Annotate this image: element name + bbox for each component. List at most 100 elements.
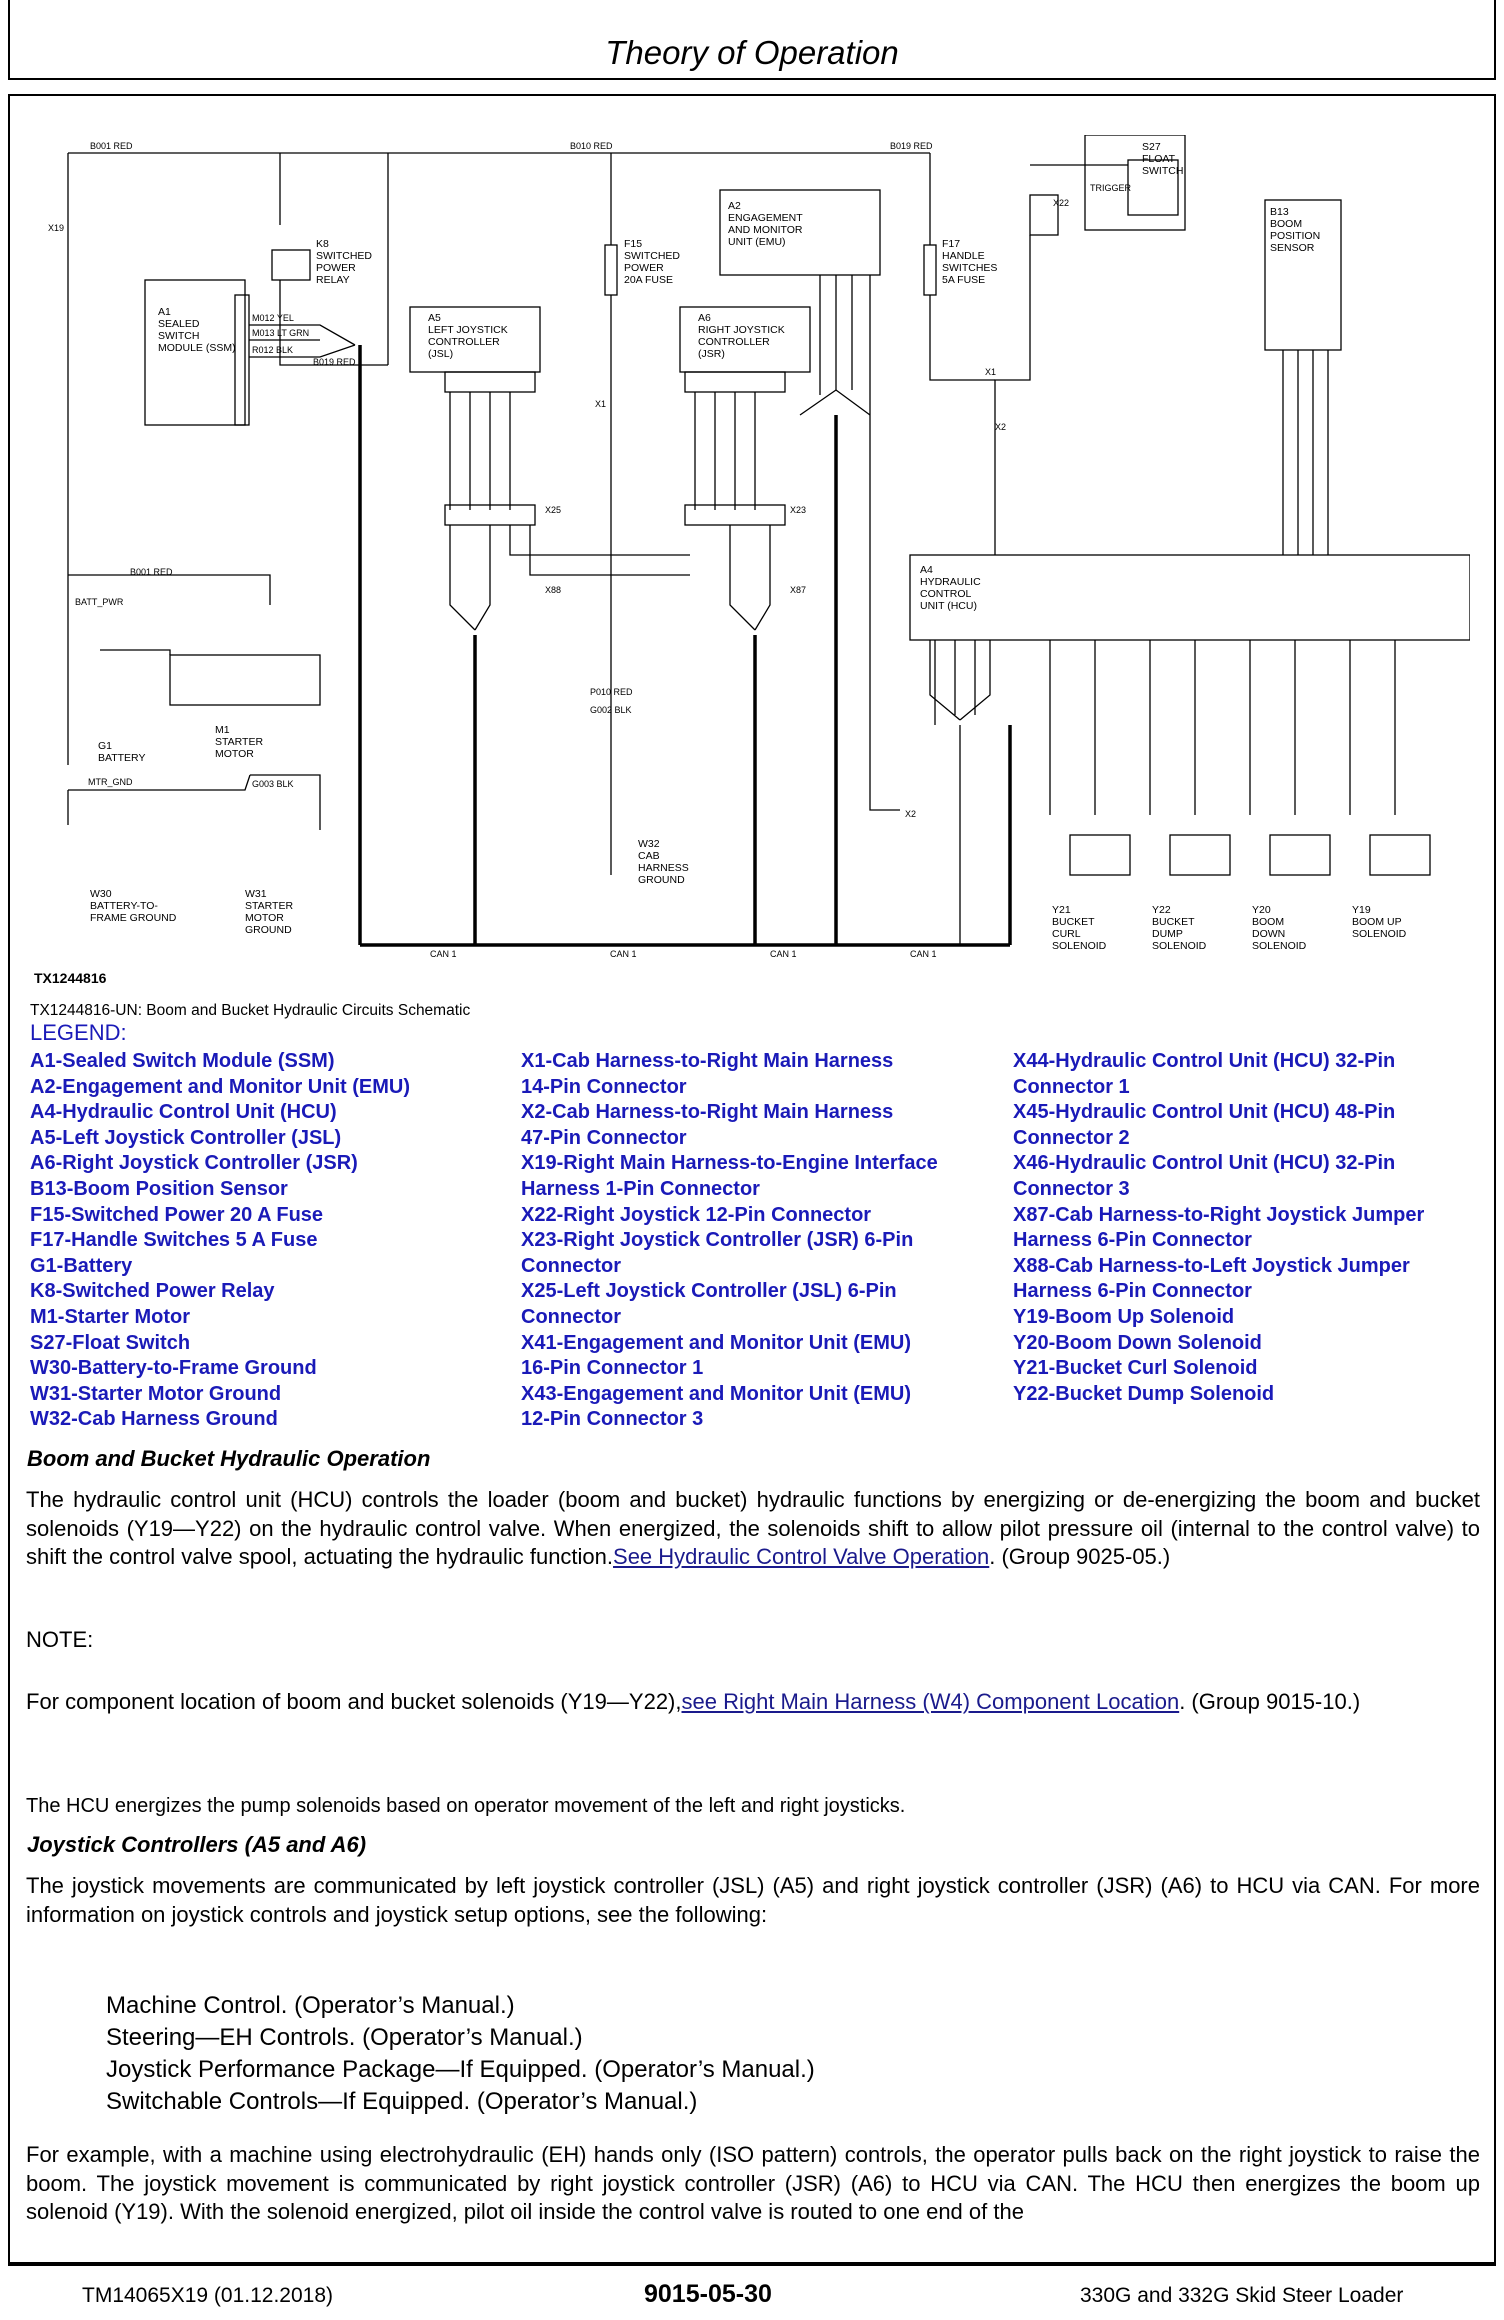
w32-label-0: W32 <box>638 838 660 850</box>
wire-label-b010: B010 RED <box>570 141 613 151</box>
f15-label-2: POWER <box>624 262 664 274</box>
figure-id: TX1244816 <box>34 970 107 986</box>
a2-label-2: AND MONITOR <box>728 224 803 236</box>
connector-x22: X22 <box>1053 198 1069 208</box>
list-item: Steering—EH Controls. (Operator’s Manual… <box>106 2024 583 2051</box>
footer-divider <box>8 2262 1496 2264</box>
legend-entry: X25-Left Joystick Controller (JSL) 6-Pin <box>521 1280 897 1303</box>
a5-label-1: LEFT JOYSTICK <box>428 324 508 336</box>
footer-product-name: 330G and 332G Skid Steer Loader <box>1080 2284 1404 2307</box>
legend-entry: F15-Switched Power 20 A Fuse <box>30 1203 324 1226</box>
wire-label-b001-lower: B001 RED <box>130 567 173 577</box>
a5-label-2: CONTROLLER <box>428 336 500 348</box>
legend-entry: 47-Pin Connector <box>521 1126 687 1149</box>
f17-label-1: HANDLE <box>942 250 985 262</box>
paragraph-hcu-text: The hydraulic control unit (HCU) control… <box>26 1487 1480 1569</box>
y20-label-3: SOLENOID <box>1252 940 1307 952</box>
reference-list: Machine Control. (Operator’s Manual.) St… <box>106 1990 815 2118</box>
y21-label-0: Y21 <box>1052 904 1071 916</box>
section-heading-joystick: Joystick Controllers (A5 and A6) <box>27 1832 367 1857</box>
legend-entry: X41-Engagement and Monitor Unit (EMU) <box>521 1331 911 1354</box>
paragraph-hcu-overview: The hydraulic control unit (HCU) control… <box>26 1486 1480 1572</box>
f17-label-3: 5A FUSE <box>942 274 985 286</box>
b13-label-1: BOOM <box>1270 218 1302 230</box>
w30-label-0: W30 <box>90 888 112 900</box>
legend-entry: Connector <box>521 1254 621 1277</box>
legend-entry: Harness 6-Pin Connector <box>1013 1280 1252 1303</box>
legend-entry: X23-Right Joystick Controller (JSR) 6-Pi… <box>521 1229 914 1252</box>
w31-label-0: W31 <box>245 888 267 900</box>
g1-label-1: BATTERY <box>98 752 145 764</box>
s27-label-2: SWITCH <box>1142 165 1183 177</box>
a5-label-0: A5 <box>428 312 441 324</box>
connector-x23: X23 <box>790 505 806 515</box>
wire-label-p010: P010 RED <box>590 687 633 697</box>
w30-label-1: BATTERY-TO- <box>90 900 158 912</box>
section-heading-boom-bucket: Boom and Bucket Hydraulic Operation <box>27 1446 431 1471</box>
y20-label-0: Y20 <box>1252 904 1271 916</box>
legend-entry: X46-Hydraulic Control Unit (HCU) 32-Pin <box>1013 1152 1396 1175</box>
wire-label-b019-lower: B019 RED <box>313 357 356 367</box>
y19-label-2: SOLENOID <box>1352 928 1407 940</box>
wire-label-b001: B001 RED <box>90 141 133 151</box>
y22-label-2: DUMP <box>1152 928 1183 940</box>
connector-x2-lower: X2 <box>905 809 916 819</box>
connector-x25: X25 <box>545 505 561 515</box>
m1-label-1: STARTER <box>215 736 263 748</box>
legend-entry: X1-Cab Harness-to-Right Main Harness <box>521 1050 894 1072</box>
page-title: Theory of Operation <box>605 34 899 71</box>
legend-entry: 12-Pin Connector 3 <box>521 1408 704 1431</box>
legend-entry: X45-Hydraulic Control Unit (HCU) 48-Pin <box>1013 1101 1396 1124</box>
a1-label-3: MODULE (SSM) <box>158 342 236 354</box>
legend-entry: M1-Starter Motor <box>30 1305 191 1328</box>
content-frame <box>8 94 1496 2266</box>
legend-entry: W30-Battery-to-Frame Ground <box>30 1357 317 1380</box>
a6-label-3: (JSR) <box>698 348 725 360</box>
legend-entry: K8-Switched Power Relay <box>30 1280 275 1303</box>
connector-x2: X2 <box>995 422 1006 432</box>
wire-label-can-2: CAN 1 <box>610 949 637 959</box>
wire-label-mtr-gnd: MTR_GND <box>88 777 133 787</box>
k8-label-3: RELAY <box>316 274 350 286</box>
a5-label-3: (JSL) <box>428 348 453 360</box>
wire-label-can-4: CAN 1 <box>910 949 937 959</box>
link-hydraulic-control-valve-operation[interactable]: See Hydraulic Control Valve Operation <box>613 1544 990 1569</box>
f17-label-2: SWITCHES <box>942 262 997 274</box>
w31-label-2: MOTOR <box>245 912 284 924</box>
a6-label-2: CONTROLLER <box>698 336 770 348</box>
connector-x19: X19 <box>48 223 64 233</box>
connector-x1-right: X1 <box>985 367 996 377</box>
a4-label-0: A4 <box>920 564 933 576</box>
legend-entry: X88-Cab Harness-to-Left Joystick Jumper <box>1013 1254 1410 1277</box>
m1-label-0: M1 <box>215 724 230 736</box>
legend-entry: G1-Battery <box>30 1254 133 1277</box>
f15-label-3: 20A FUSE <box>624 274 673 286</box>
legend-entry: X87-Cab Harness-to-Right Joystick Jumper <box>1013 1203 1425 1226</box>
legend-entry: Y22-Bucket Dump Solenoid <box>1013 1382 1275 1405</box>
wire-label-g002: G002 BLK <box>590 705 632 715</box>
a2-label-3: UNIT (EMU) <box>728 236 786 248</box>
a1-label-1: SEALED <box>158 318 200 330</box>
link-right-main-harness-location[interactable]: see Right Main Harness (W4) Component Lo… <box>681 1689 1180 1714</box>
figure-caption: TX1244816-UN: Boom and Bucket Hydraulic … <box>30 1002 471 1019</box>
y20-label-1: BOOM <box>1252 916 1284 928</box>
legend-entry: X44-Hydraulic Control Unit (HCU) 32-Pin <box>1013 1050 1396 1072</box>
a4-label-1: HYDRAULIC <box>920 576 981 588</box>
paragraph-pump-solenoids: The HCU energizes the pump solenoids bas… <box>26 1795 906 1817</box>
b13-label-0: B13 <box>1270 206 1289 218</box>
y21-label-1: BUCKET <box>1052 916 1095 928</box>
wire-label-batt-pwr: BATT_PWR <box>75 597 124 607</box>
wire-label-r012: R012 BLK <box>252 345 293 355</box>
legend-entry: Connector <box>521 1305 621 1328</box>
